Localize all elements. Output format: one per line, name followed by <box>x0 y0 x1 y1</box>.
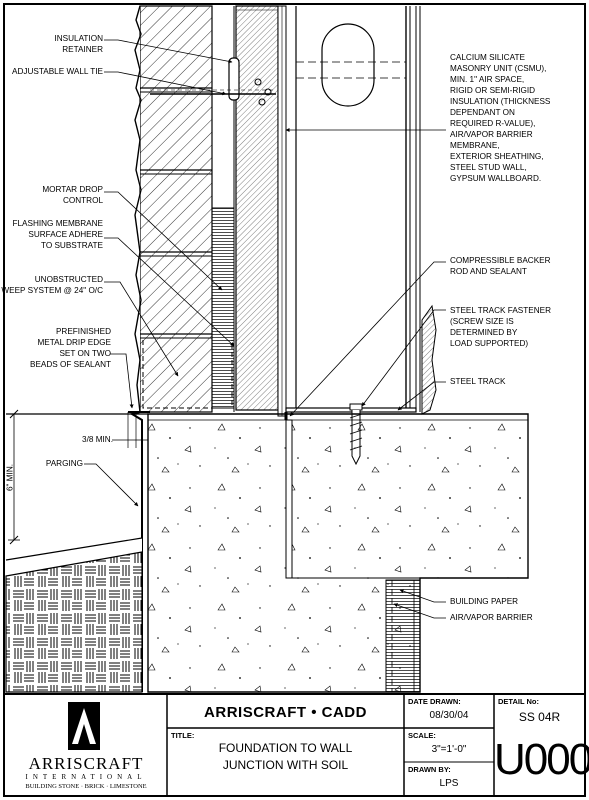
flashing-membrane <box>142 340 233 409</box>
detail-sub: SS 04R <box>518 710 561 724</box>
callout-backer-rod: COMPRESSIBLE BACKER ROD AND SEALANT <box>450 256 551 276</box>
callout-wall-assembly: CALCIUM SILICATE MASONRY UNIT (CSMU), MI… <box>450 53 551 183</box>
title-label: TITLE: <box>171 731 195 740</box>
title-block <box>4 693 585 796</box>
callout-flashing-membrane: FLASHING MEMBRANE SURFACE ADHERE TO SUBS… <box>12 219 103 250</box>
callout-min-height: 6" MIN. <box>5 463 15 492</box>
min-height-dimension <box>8 409 20 545</box>
scale-label: SCALE: <box>408 731 436 740</box>
detail-number: U000 <box>494 735 589 784</box>
date-value: 08/30/04 <box>429 710 469 721</box>
callout-air-vapor-barrier: AIR/VAPOR BARRIER <box>450 613 533 622</box>
detail-label: DETAIL No: <box>498 697 539 706</box>
callout-mortar-drop-control: MORTAR DROP CONTROL <box>42 185 103 205</box>
rigid-insulation <box>235 5 279 411</box>
leader-lines <box>84 39 446 619</box>
soil <box>5 537 143 693</box>
scale-value: 3"=1'-0" <box>431 744 467 755</box>
callout-building-paper: BUILDING PAPER <box>450 597 519 606</box>
callout-parging: PARGING <box>45 459 83 468</box>
date-label: DATE DRAWN: <box>408 697 461 706</box>
callout-track-fastener: STEEL TRACK FASTENER (SCREW SIZE IS DETE… <box>450 306 552 348</box>
wall-tie <box>150 57 276 106</box>
mortar-drop-control <box>211 207 235 409</box>
steel-stud-wall <box>295 6 421 412</box>
callout-insulation-retainer: INSULATION RETAINER <box>54 34 103 54</box>
logo-name: ARRISCRAFT <box>28 754 144 773</box>
logo-subtitle: INTERNATIONAL <box>25 773 147 781</box>
sheet-header: ARRISCRAFT • CADD <box>204 704 367 721</box>
basement-wall <box>385 579 421 693</box>
min-gap-dimension <box>112 412 148 448</box>
concrete-foundation <box>6 413 529 693</box>
drawn-value: LPS <box>439 778 459 789</box>
callout-steel-track: STEEL TRACK <box>450 377 506 386</box>
callout-drip-edge: PREFINISHED METAL DRIP EDGE SET ON TWO B… <box>30 327 111 369</box>
callout-adjustable-wall-tie: ADJUSTABLE WALL TIE <box>12 67 103 76</box>
callout-min-gap: 3/8 MIN. <box>82 435 113 444</box>
base-trim <box>421 304 437 415</box>
drawn-label: DRAWN BY: <box>408 765 451 774</box>
callout-weep-system: UNOBSTRUCTED WEEP SYSTEM @ 24" O/C <box>1 275 103 295</box>
logo-tagline: BUILDING STONE · BRICK · LIMESTONE <box>25 783 147 790</box>
csmu-veneer <box>134 5 213 413</box>
drawing-title: FOUNDATION TO WALL JUNCTION WITH SOIL <box>218 741 353 772</box>
